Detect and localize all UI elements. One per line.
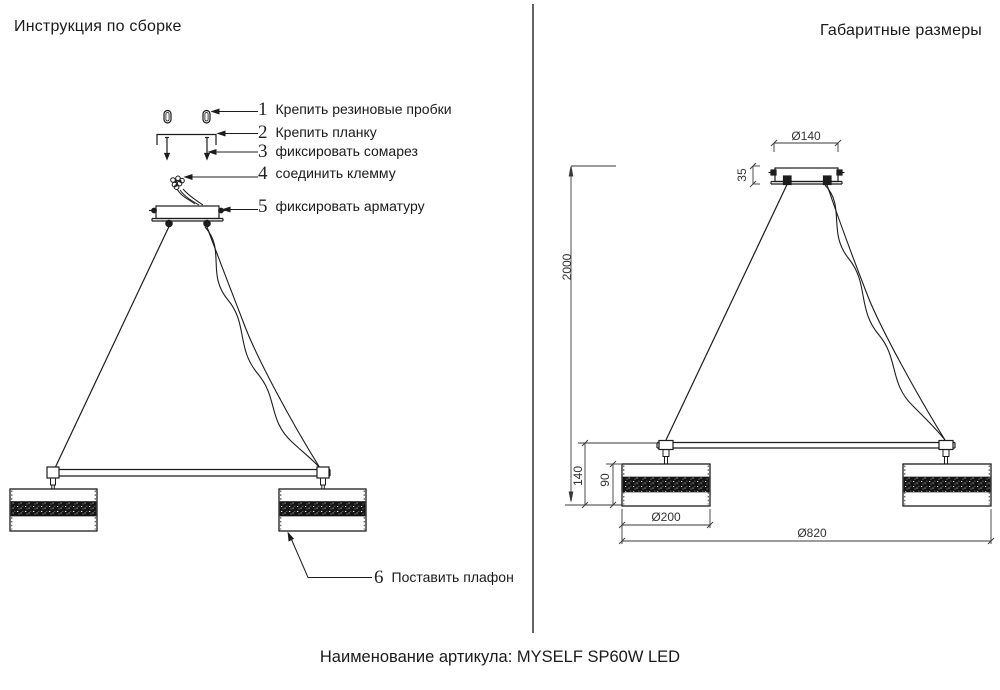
step-item-1: 1 Крепить резиновые пробки bbox=[258, 98, 452, 120]
article-name: Наименование артикула: MYSELF SP60W LED bbox=[319, 648, 681, 666]
step-number: 4 bbox=[258, 162, 268, 184]
crystal-band bbox=[903, 476, 991, 493]
step-item-6: 6 Поставить плафон bbox=[374, 566, 514, 588]
canopy-dim-view bbox=[768, 167, 845, 186]
dim-label-canopy-diameter: Ø140 bbox=[791, 129, 821, 143]
support-bar bbox=[46, 466, 331, 479]
dim-label-shade-diameter: Ø200 bbox=[651, 510, 681, 524]
dim-label-overall-width: Ø820 bbox=[797, 526, 827, 540]
lamp-shade-right bbox=[902, 463, 992, 507]
step-item-5: 5 фиксировать арматуру bbox=[258, 195, 425, 217]
mounting-screws bbox=[163, 136, 211, 161]
dim-shade-height bbox=[606, 460, 621, 509]
lamp-shade-right bbox=[278, 488, 367, 532]
dim-label-hanger-height: 140 bbox=[571, 465, 585, 487]
connector-wires bbox=[176, 188, 204, 206]
step-label: фиксировать арматуру bbox=[275, 198, 425, 214]
assembly-drawing bbox=[9, 108, 372, 578]
power-cable-twisted bbox=[204, 226, 321, 469]
step-number: 2 bbox=[258, 121, 268, 143]
dimension-lines bbox=[565, 139, 995, 545]
lamp-shade-left bbox=[621, 463, 711, 507]
dim-label-suspension-length: 2000 bbox=[560, 253, 574, 281]
step-number: 1 bbox=[258, 98, 268, 120]
dim-shade-diameter bbox=[618, 509, 714, 544]
rubber-plugs bbox=[163, 109, 211, 124]
dim-hanger-height bbox=[578, 439, 660, 509]
right-panel-title: Габаритные размеры bbox=[819, 22, 982, 39]
suspension-cable-left bbox=[54, 226, 170, 469]
suspension-cable-left bbox=[665, 184, 788, 441]
step-label: Крепить резиновые пробки bbox=[275, 101, 452, 117]
crystal-band bbox=[622, 476, 710, 493]
left-panel-title: Инструкция по сборке bbox=[14, 18, 182, 35]
step-number: 6 bbox=[374, 566, 384, 588]
dim-overall-width bbox=[618, 509, 995, 545]
mounting-bracket bbox=[156, 133, 217, 145]
step-item-2: 2 Крепить планку bbox=[258, 121, 377, 143]
step-item-4: 4 соединить клемму bbox=[258, 162, 396, 184]
dimension-drawing bbox=[621, 167, 992, 507]
crystal-band bbox=[279, 501, 366, 517]
dim-label-shade-height: 90 bbox=[598, 473, 612, 487]
dim-canopy-height bbox=[749, 162, 760, 188]
power-cable-twisted bbox=[824, 184, 946, 441]
support-bar bbox=[656, 439, 956, 451]
step-number: 5 bbox=[258, 195, 268, 217]
step-label: фиксировать сомарез bbox=[275, 143, 418, 159]
step-leader-lines bbox=[183, 108, 372, 578]
step-label: Поставить плафон bbox=[391, 569, 514, 585]
step-number: 3 bbox=[258, 140, 268, 162]
dim-label-canopy-height: 35 bbox=[735, 168, 749, 182]
dim-canopy-diameter bbox=[770, 139, 842, 152]
step-label: соединить клемму bbox=[275, 165, 396, 181]
step-item-3: 3 фиксировать сомарез bbox=[258, 140, 418, 162]
crystal-band bbox=[10, 501, 97, 517]
terminal-connector-icon bbox=[170, 175, 185, 190]
step-label: Крепить планку bbox=[275, 124, 377, 140]
lamp-shade-left bbox=[9, 488, 98, 532]
canopy bbox=[149, 205, 226, 228]
